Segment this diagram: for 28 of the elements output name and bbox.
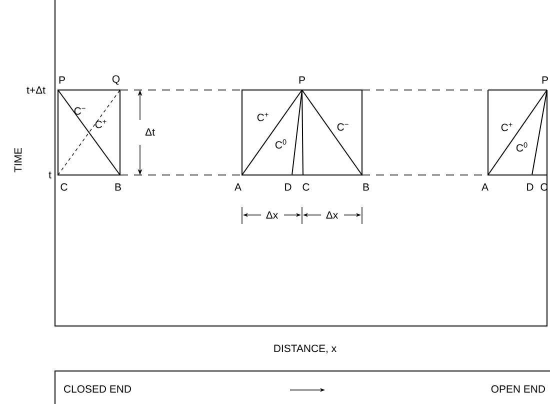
point-label: A: [234, 183, 242, 191]
point-label: A: [482, 183, 488, 191]
characteristic-label: C$^{+}$: [257, 112, 268, 122]
point-label: C: [302, 183, 310, 191]
point-label: Q: [112, 75, 120, 85]
axis-label: DISTANCE, x: [274, 344, 336, 354]
dimension-label: Δx: [326, 211, 338, 219]
dimension-label: Δx: [266, 211, 278, 219]
point-label: P: [299, 76, 305, 84]
end-label: OPEN END: [491, 385, 545, 393]
time-label: t+Δt: [26, 86, 46, 94]
point-label: B: [115, 183, 121, 191]
point-label: P: [542, 76, 548, 84]
characteristic-label: C$^{+}$: [501, 122, 512, 132]
dimension-label: Δt: [145, 128, 155, 136]
point-label: D: [527, 183, 534, 191]
characteristic-label: C$^{+}$: [95, 120, 106, 128]
point-label: C: [60, 183, 68, 191]
characteristic-label: C$^{0}$: [275, 139, 286, 149]
point-label: B: [363, 183, 369, 191]
axis-label: TIME: [14, 148, 22, 172]
time-label: t: [48, 172, 52, 178]
characteristic-label: C$^{−}$: [337, 123, 348, 131]
characteristic-label: C$^{−}$: [74, 107, 86, 115]
point-label: P: [59, 76, 65, 84]
point-label: D: [285, 183, 292, 191]
end-label: CLOSED END: [64, 385, 131, 393]
characteristic-label: C$^{0}$: [516, 142, 528, 152]
